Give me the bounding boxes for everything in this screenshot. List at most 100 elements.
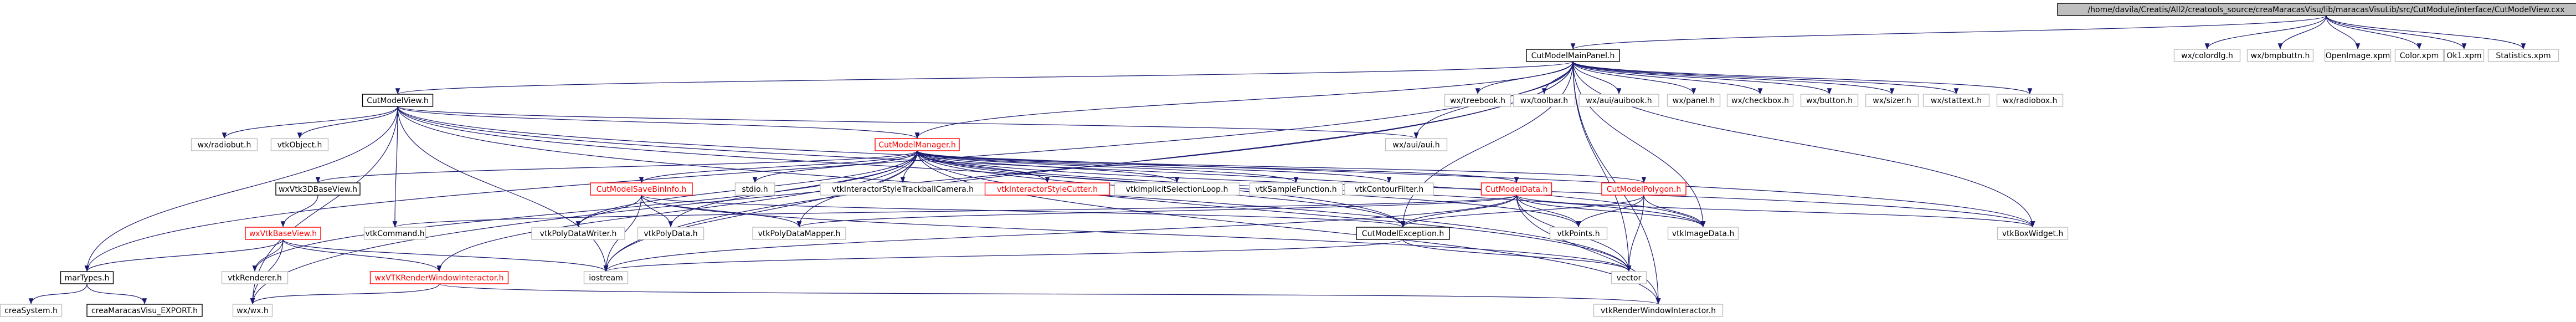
node-contour[interactable]: vtkContourFilter.h [1344, 182, 1434, 196]
node-box [1726, 94, 1794, 107]
node-label: wx/toolbar.h [1520, 96, 1568, 105]
node-vtkobject[interactable]: vtkObject.h [270, 138, 329, 151]
node-auiaui[interactable]: wx/aui/aui.h [1385, 138, 1448, 151]
node-martypes[interactable]: marTypes.h [60, 271, 114, 284]
node-box [637, 227, 705, 240]
node-pdmapper[interactable]: vtkPolyDataMapper.h [752, 227, 846, 240]
node-label: vtkInteractorStyleCutter.h [997, 185, 1098, 194]
edge-cmdata-to-pdmapper [797, 195, 1517, 228]
node-root[interactable]: /home/davila/Creatis/All2/creatools_sour… [2057, 3, 2576, 16]
edge-cmmp-to-checkbox [1572, 61, 1763, 95]
node-label: vtkPolyDataMapper.h [758, 229, 841, 238]
node-box [2394, 49, 2444, 62]
node-iostream[interactable]: iostream [583, 271, 629, 284]
edge-cmmp-to-boxwidget [1572, 61, 2035, 228]
node-creasystem[interactable]: creaSystem.h [0, 304, 63, 317]
node-vtkrwi[interactable]: vtkRenderWindowInteractor.h [1593, 304, 1724, 317]
node-ok1[interactable]: Ok1.xpm [2444, 49, 2485, 62]
edge-cmmanager-to-vtkpoints [917, 150, 1581, 228]
node-pdwriter[interactable]: vtkPolyDataWriter.h [531, 227, 625, 240]
edge-cmsaveinfo-to-pdwriter [575, 195, 642, 228]
node-checkbox[interactable]: wx/checkbox.h [1726, 94, 1794, 107]
node-cmsaveinfo[interactable]: CutModelSaveBinInfo.h [590, 182, 693, 196]
node-box [1480, 182, 1552, 196]
node-label: /home/davila/Creatis/All2/creatools_sour… [2087, 6, 2564, 14]
node-rwi[interactable]: wxVTKRenderWindowInteractor.h [369, 271, 509, 284]
node-button[interactable]: wx/button.h [1800, 94, 1859, 107]
edge-cmmp-to-button [1572, 61, 1832, 95]
node-box [583, 271, 629, 284]
node-label: vtkObject.h [277, 141, 322, 150]
node-implicitsel[interactable]: vtkImplicitSelectionLoop.h [1114, 182, 1240, 196]
node-box [1800, 94, 1859, 107]
node-imagedata[interactable]: vtkImageData.h [1667, 227, 1739, 240]
node-wxvtkbase[interactable]: wxVtkBaseView.h [245, 227, 321, 240]
edge-cmmp-to-cmmanager [914, 61, 1574, 139]
edge-cmdata-to-iostream [603, 195, 1517, 272]
node-trackball[interactable]: vtkInteractorStyleTrackballCamera.h [820, 182, 986, 196]
node-vtk3dbase[interactable]: wxVtk3DBaseView.h [275, 182, 361, 196]
edge-cmdata-to-cmexception [1400, 195, 1517, 228]
node-wxcolordlg[interactable]: wx/colordlg.h [2173, 49, 2241, 62]
node-wxbmpbuttn[interactable]: wx/bmpbuttn.h [2246, 49, 2314, 62]
node-box [1601, 182, 1687, 196]
edge-cmmp-to-radiobox [1572, 61, 2033, 95]
node-box [875, 138, 960, 151]
edge-cmmanager-to-rwi [436, 150, 918, 272]
node-box [1997, 227, 2069, 240]
node-label: vtkImplicitSelectionLoop.h [1126, 185, 1228, 194]
node-creaexport[interactable]: creaMaracasVisu_EXPORT.h [86, 304, 203, 317]
node-stdio[interactable]: stdio.h [734, 182, 775, 196]
node-label: wxVtkBaseView.h [249, 229, 317, 238]
node-statistics[interactable]: Statistics.xpm [2487, 49, 2559, 62]
node-label: vtkPoints.h [1557, 229, 1600, 238]
node-stylecutter[interactable]: vtkInteractorStyleCutter.h [984, 182, 1110, 196]
node-box [1667, 94, 1721, 107]
node-label: CutModelSaveBinInfo.h [597, 185, 686, 194]
node-cmview[interactable]: CutModelView.h [362, 94, 434, 107]
edge-wxvtkbase-to-iostream [282, 239, 609, 272]
node-openimage[interactable]: OpenImage.xpm [2324, 49, 2392, 62]
node-vector[interactable]: vector [1611, 271, 1647, 284]
node-toolbar[interactable]: wx/toolbar.h [1513, 94, 1576, 107]
node-stattext[interactable]: wx/stattext.h [1922, 94, 1990, 107]
node-label: vtkInteractorStyleTrackballCamera.h [832, 185, 974, 194]
node-radiobut[interactable]: wx/radiobut.h [191, 138, 258, 151]
node-renderer[interactable]: vtkRenderer.h [221, 271, 289, 284]
node-layer: /home/davila/Creatis/All2/creatools_sour… [0, 3, 2576, 317]
node-radiobox[interactable]: wx/radiobox.h [1996, 94, 2064, 107]
node-cmexception[interactable]: CutModelException.h [1356, 227, 1450, 240]
node-cmdata[interactable]: CutModelData.h [1480, 182, 1552, 196]
node-colorxpm[interactable]: Color.xpm [2394, 49, 2444, 62]
node-polydata[interactable]: vtkPolyData.h [637, 227, 705, 240]
node-wxwx[interactable]: wx/wx.h [232, 304, 273, 317]
node-box [363, 227, 426, 240]
edge-vtk3dbase-to-wxvtkbase [280, 195, 318, 228]
edge-root-to-wxcolordlg [2204, 15, 2327, 50]
node-label: vtkSampleFunction.h [1255, 185, 1336, 194]
edge-cmmp-to-stattext [1572, 61, 1959, 95]
node-sizer[interactable]: wx/sizer.h [1865, 94, 1919, 107]
node-label: CutModelView.h [367, 96, 428, 105]
edge-cmsaveinfo-to-cmexception [641, 195, 1405, 228]
edge-cmpolygon-to-imagedata [1643, 195, 1706, 228]
edge-cmdata-to-vtkpoints [1516, 195, 1581, 228]
edge-cmsaveinfo-to-polydata [641, 195, 673, 228]
node-boxwidget[interactable]: vtkBoxWidget.h [1997, 227, 2069, 240]
edge-wxvtkbase-to-rwi [282, 239, 442, 272]
node-label: wx/stattext.h [1931, 96, 1982, 105]
node-box [752, 227, 846, 240]
node-cmmp[interactable]: CutModelMainPanel.h [1526, 49, 1620, 62]
node-vtkcommand[interactable]: vtkCommand.h [363, 227, 426, 240]
node-label: wx/colordlg.h [2181, 52, 2233, 60]
node-treebook[interactable]: wx/treebook.h [1444, 94, 1511, 107]
node-panel[interactable]: wx/panel.h [1667, 94, 1721, 107]
node-box [1114, 182, 1240, 196]
node-cmmanager[interactable]: CutModelManager.h [875, 138, 960, 151]
node-vtkpoints[interactable]: vtkPoints.h [1549, 227, 1608, 240]
node-auibook[interactable]: wx/aui/auibook.h [1578, 94, 1659, 107]
node-box [270, 138, 329, 151]
node-samplefunc[interactable]: vtkSampleFunction.h [1249, 182, 1343, 196]
node-cmpolygon[interactable]: CutModelPolygon.h [1601, 182, 1687, 196]
